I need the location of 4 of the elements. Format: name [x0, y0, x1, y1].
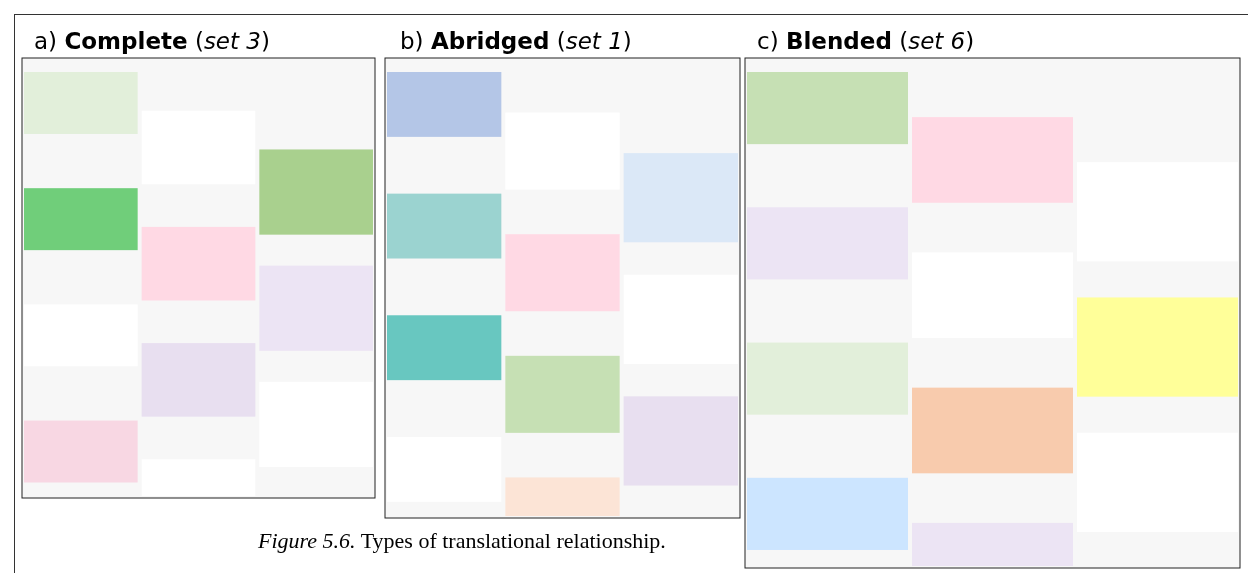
- panel-heading: b) Abridged (set 1): [400, 28, 632, 54]
- figure-caption: Figure 5.6. Types of translational relationship.: [258, 528, 666, 554]
- panel-heading: c) Blended (set 6): [757, 28, 975, 54]
- panel-heading: a) Complete (set 3): [34, 28, 270, 54]
